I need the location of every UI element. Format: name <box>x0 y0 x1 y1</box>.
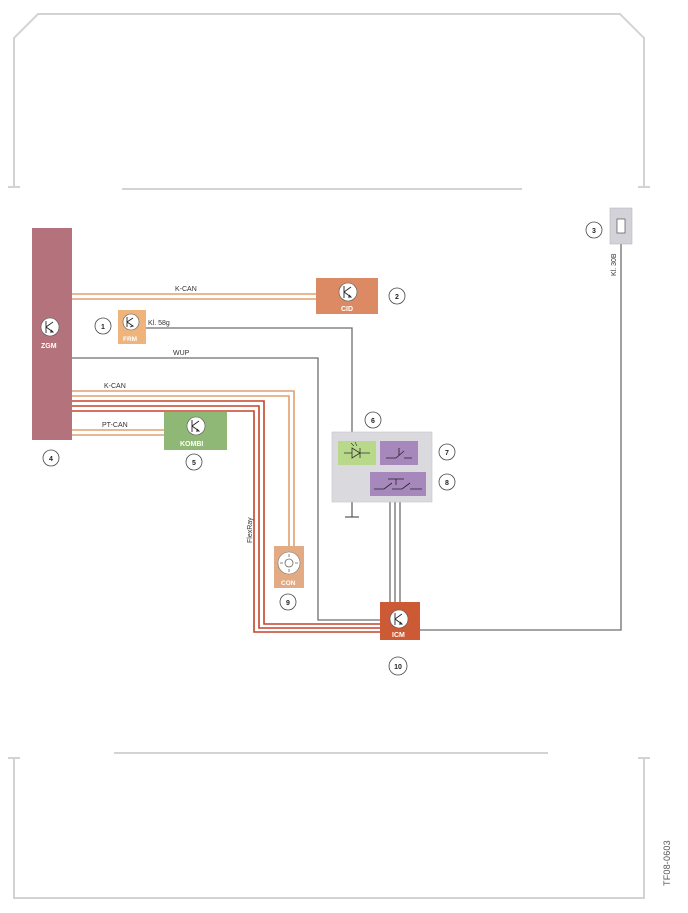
wup-wire <box>72 357 380 621</box>
transistor-icon <box>389 609 409 629</box>
transistor-icon <box>122 313 140 331</box>
transistor-icon <box>40 317 60 337</box>
kl58g-label: Kl. 58g <box>148 320 170 327</box>
callout-10: 10 <box>388 656 408 676</box>
con-label: CON <box>281 580 296 587</box>
relay-contact-large <box>370 472 426 496</box>
callout-6: 6 <box>364 411 382 429</box>
kcan-top-label: K-CAN <box>175 286 197 293</box>
icm-label: ICM <box>392 632 405 639</box>
controller-knob-icon <box>277 551 301 575</box>
callout-7: 7 <box>438 443 456 461</box>
callout-7-number: 7 <box>445 450 449 457</box>
wires <box>72 244 622 633</box>
frm-label: FRM <box>123 336 137 343</box>
wire-labels: K-CAN Kl. 58g WUP K-CAN PT-CAN FlexRay K… <box>102 253 618 543</box>
module-icm-wires <box>389 502 401 602</box>
fuse-kl30b <box>609 207 633 245</box>
callout-4: 4 <box>42 449 60 467</box>
callout-2: 2 <box>388 287 406 305</box>
frm-module: FRM <box>118 310 146 344</box>
light-rays-icon <box>350 441 358 447</box>
callout-5: 5 <box>185 453 203 471</box>
flexray-label: FlexRay <box>247 517 254 543</box>
ptcan-wire <box>72 429 164 436</box>
callout-4-number: 4 <box>49 456 53 463</box>
callout-6-number: 6 <box>371 418 375 425</box>
kl58g-wire <box>146 327 353 432</box>
callout-2-number: 2 <box>395 294 399 301</box>
switch-relay-module <box>331 431 433 503</box>
callout-8-number: 8 <box>445 480 449 487</box>
led-indicator <box>338 441 376 465</box>
callout-5-number: 5 <box>192 460 196 467</box>
cid-label: CID <box>341 306 353 313</box>
icm-module: ICM <box>380 602 420 640</box>
ground-symbol <box>345 502 359 518</box>
con-module: CON <box>274 546 304 588</box>
relay-contact-small <box>380 441 418 465</box>
page-frame <box>8 13 650 899</box>
callout-1: 1 <box>94 317 112 335</box>
kombi-module: KOMBI <box>164 412 227 450</box>
flexray-wire <box>72 400 380 633</box>
kcan-mid-label: K-CAN <box>104 383 126 390</box>
kombi-label: KOMBI <box>180 441 203 448</box>
zgm-label: ZGM <box>41 343 57 350</box>
callout-8: 8 <box>438 473 456 491</box>
callout-3-number: 3 <box>592 228 596 235</box>
ptcan-label: PT-CAN <box>102 422 128 429</box>
callout-3: 3 <box>585 221 603 239</box>
diode-icon <box>344 447 370 459</box>
kcan-wire-cid <box>72 293 316 300</box>
transistor-icon <box>186 416 206 436</box>
kl30b-label: Kl. 30B <box>611 253 618 276</box>
callout-1-number: 1 <box>101 324 105 331</box>
callout-9: 9 <box>279 593 297 611</box>
wup-label: WUP <box>173 350 190 357</box>
callout-10-number: 10 <box>394 664 402 671</box>
kcan-wire-con <box>72 390 295 546</box>
cid-module: CID <box>316 278 378 314</box>
figure-code: TF08-0603 <box>662 840 672 886</box>
callout-9-number: 9 <box>286 600 290 607</box>
zgm-module: ZGM <box>32 228 72 440</box>
transistor-icon <box>338 282 358 302</box>
callouts: 1 2 3 4 5 6 7 8 9 10 <box>42 221 603 676</box>
kl30b-wire <box>420 244 622 631</box>
